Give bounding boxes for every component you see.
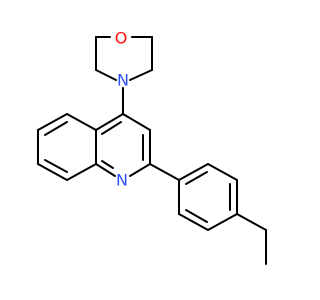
bond-c2-n1 bbox=[129, 163, 151, 177]
bond-p4-ch2 bbox=[236, 213, 267, 231]
ethyl-group bbox=[236, 213, 267, 265]
bond-n-c3 bbox=[129, 69, 153, 81]
bond-p2-p3 bbox=[207, 163, 238, 181]
bond-n1-c8a-inner bbox=[101, 160, 114, 169]
bond-c4a-c4-inner bbox=[101, 121, 122, 135]
bond-p5-p6 bbox=[178, 213, 209, 231]
bond-p4-p5 bbox=[207, 213, 238, 231]
bond-c2-phenyl bbox=[149, 163, 180, 181]
bond-c5-c6-inner bbox=[44, 121, 68, 136]
bond-c5-c6 bbox=[37, 113, 68, 131]
bond-n1-c8a bbox=[95, 163, 116, 177]
bond-c4a-c5 bbox=[66, 113, 97, 131]
morpholine-nitrogen-label: N bbox=[117, 71, 129, 90]
bond-p1-p2-inner bbox=[185, 171, 208, 185]
benzo-ring bbox=[37, 113, 97, 181]
bond-c4-c3 bbox=[122, 113, 151, 131]
pyridine-ring bbox=[95, 113, 151, 177]
bond-c4a-c4 bbox=[95, 113, 124, 131]
bond-c2-n bbox=[95, 69, 117, 81]
quinoline-nitrogen-label: N bbox=[116, 171, 128, 190]
phenyl-ring bbox=[149, 163, 238, 231]
bond-c7-c8-inner bbox=[44, 159, 68, 173]
bond-c8-c8a bbox=[66, 163, 97, 181]
bond-p1-p2 bbox=[178, 163, 209, 181]
bond-c7-c8 bbox=[37, 163, 68, 181]
bond-p5-p6-inner bbox=[185, 209, 208, 223]
molecule-structure: O N N bbox=[37, 29, 267, 265]
oxygen-atom-label: O bbox=[115, 29, 128, 48]
morpholine-ring bbox=[95, 36, 153, 81]
